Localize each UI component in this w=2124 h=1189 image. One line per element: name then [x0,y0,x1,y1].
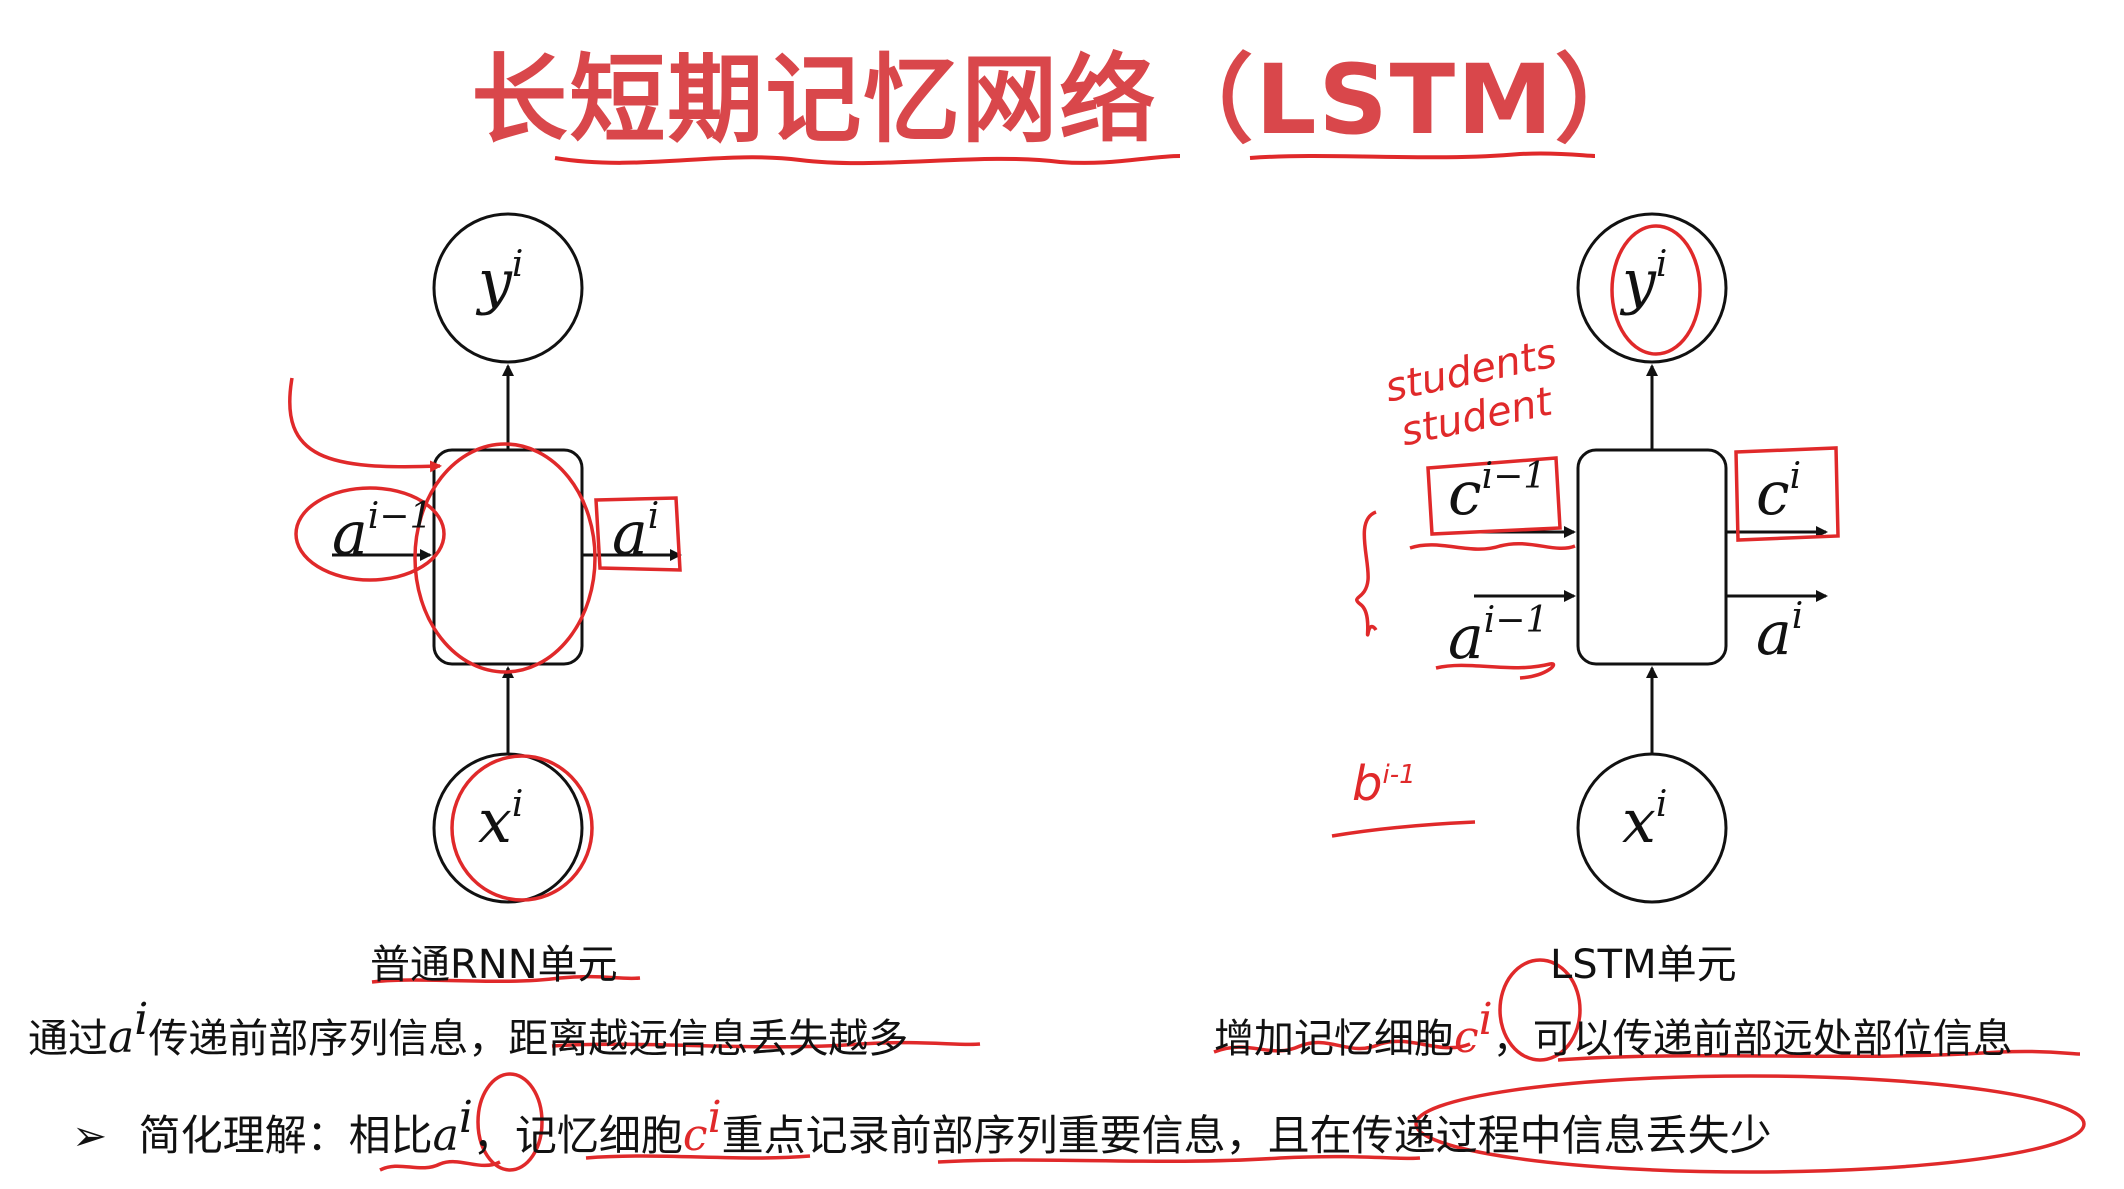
rnn-prev-state-circle [294,486,446,582]
title-underline-cn [554,154,1181,166]
summary-part3-underline [937,1154,1421,1164]
summary-annotations [371,974,2086,1174]
title-underline-lstm [1249,151,1596,160]
rnn-cell-circle [413,442,597,674]
rnn-next-state-label: ai [612,496,660,569]
rnn-diagram [332,212,682,904]
page-title: 长短期记忆网络（LSTM） [471,44,1653,156]
rnn-caption-underline [371,974,641,984]
summary-part4-oval [1414,1074,2086,1174]
rnn-description: 通过ai传递前部序列信息，距离越远信息丢失越多 [28,994,909,1063]
lstm-desc-scribble [1213,1039,1471,1054]
rnn-input-circle [450,754,594,902]
summary-line: ➢ 简化理解：相比ai，记忆细胞ci重点记录前部序列重要信息，且在传递过程中信息… [72,1092,1772,1161]
lstm-brace [1355,510,1378,637]
bullet-icon: ➢ [72,1111,108,1160]
lstm-prev-cell-label: ci−1 [1448,456,1547,529]
lstm-output-circle [1610,224,1702,356]
lstm-next-cell-box [1734,446,1840,542]
lstm-prev-state-label: ai−1 [1448,600,1549,673]
handwritten-note: bi-1 [1352,756,1416,812]
summary-var1-circle [476,1072,544,1172]
lstm-input-label: xi [1622,784,1668,857]
lstm-prev-state-underline [1435,662,1556,680]
lstm-caption: LSTM单元 [1550,942,1737,988]
lstm-annotations [1213,224,2081,1062]
lstm-next-cell-label: ci [1756,456,1802,529]
lstm-cell [1576,448,1728,666]
rnn-annotations [288,377,682,902]
summary-part2-underline [585,1154,811,1160]
rnn-output-node [432,212,584,364]
lstm-desc-underline [1557,1049,2081,1062]
summary-part1-scribble [379,1159,501,1172]
rnn-output-label: yi [478,244,524,317]
lstm-prev-cell-scribble [1409,541,1576,551]
rnn-cell [432,448,584,666]
rnn-desc-underline [551,1040,981,1049]
rnn-loop-arrow [288,377,442,473]
lstm-description: 增加记忆细胞ci，可以传递前部远处部位信息 [1214,994,2013,1063]
rnn-next-state-box [594,496,682,572]
lstm-output-label: yi [1622,244,1668,317]
lstm-prev-cell-box [1426,456,1562,536]
lstm-next-state-label: ai [1756,596,1804,669]
lstm-desc-var-circle [1498,958,1582,1062]
rnn-caption: 普通RNN单元 [370,942,618,988]
lstm-note-underline [1331,820,1476,838]
rnn-prev-state-label: ai−1 [332,496,433,569]
rnn-input-label: xi [478,784,524,857]
